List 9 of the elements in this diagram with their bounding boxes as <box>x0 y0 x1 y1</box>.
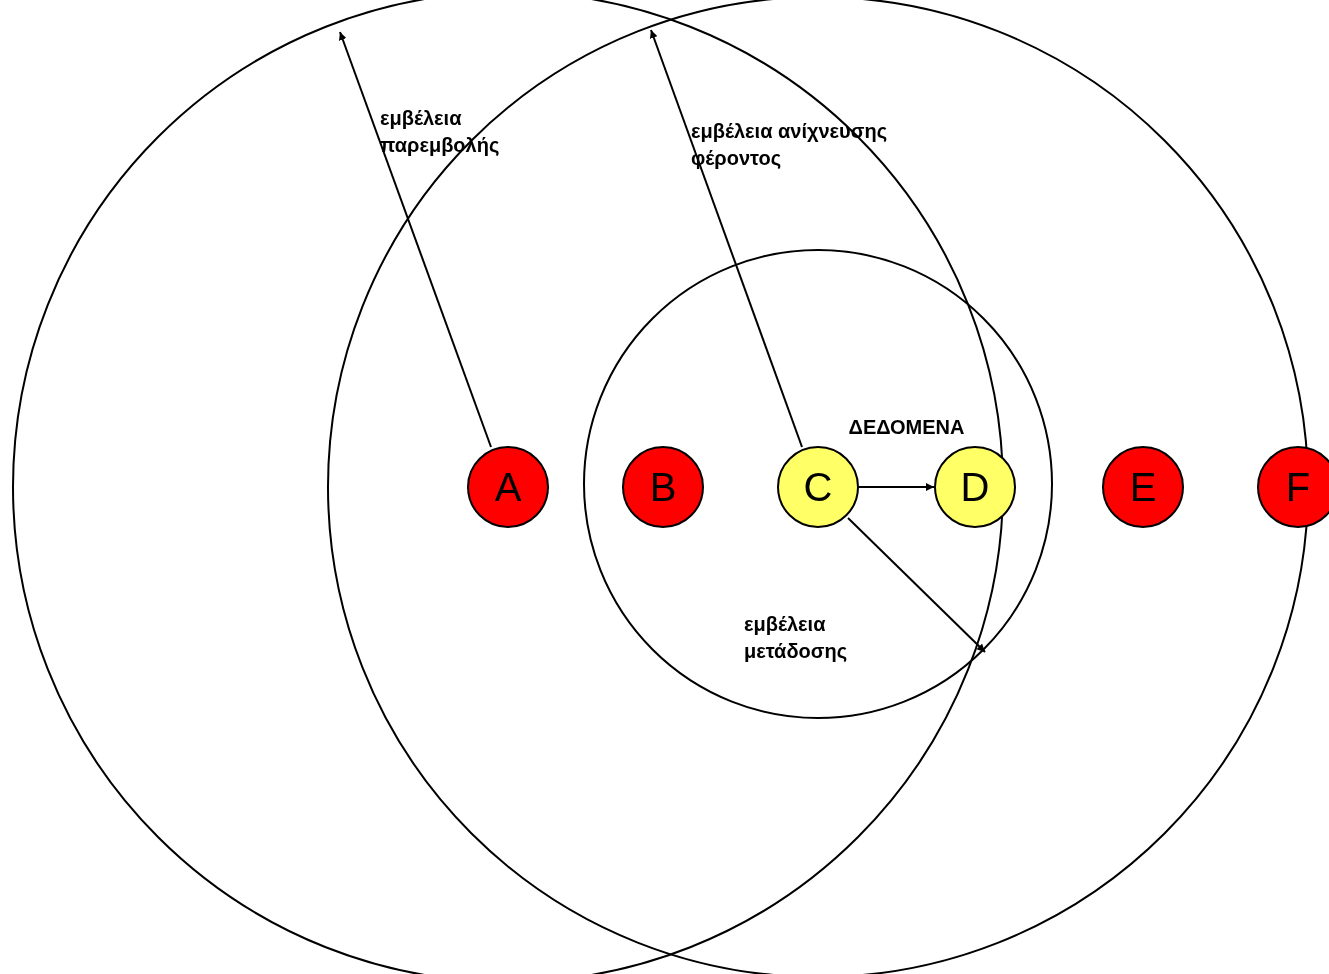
arrow <box>858 483 935 491</box>
station-label: B <box>649 467 677 507</box>
station-label: D <box>960 467 990 507</box>
range-label: εμβέλεια μετάδοσης <box>744 612 849 664</box>
station-circle <box>1257 446 1329 528</box>
station-label: E <box>1129 467 1157 507</box>
station-label: F <box>1285 467 1311 507</box>
station-label: C <box>803 467 833 507</box>
station-label: A <box>494 467 522 507</box>
